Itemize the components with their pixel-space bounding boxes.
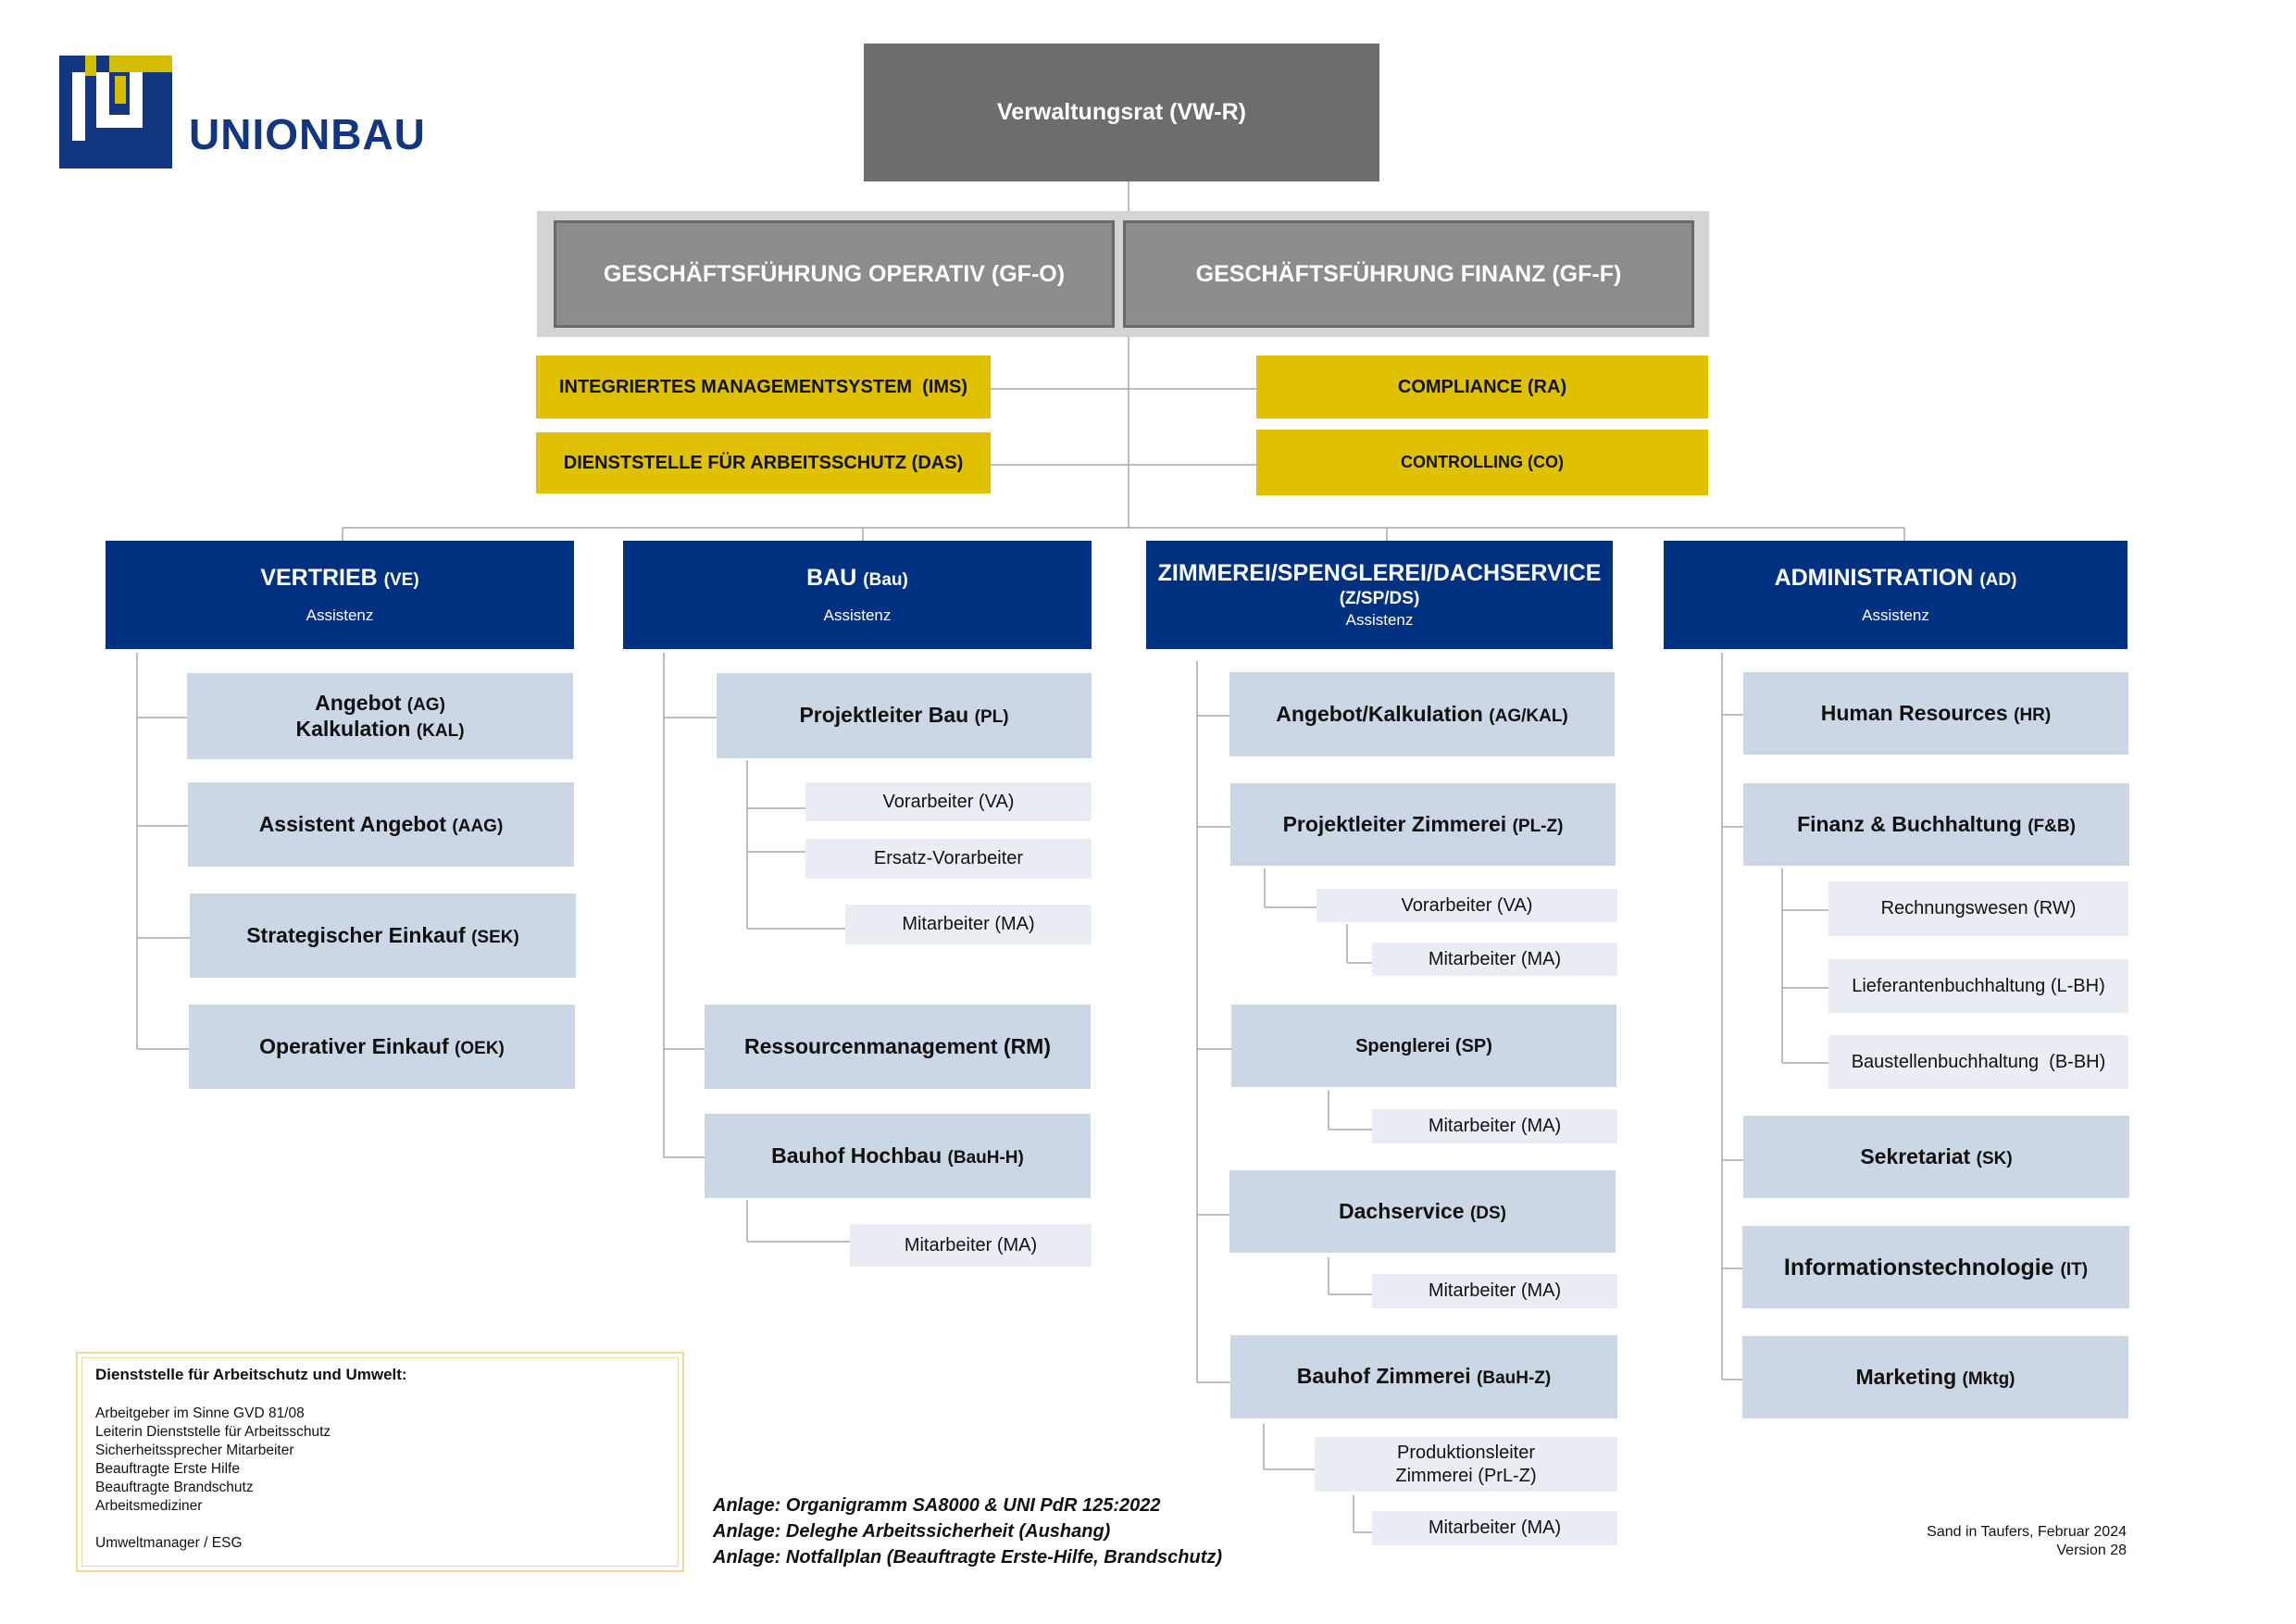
unit-assistent-angebot: Assistent Angebot (AAG)	[188, 782, 574, 867]
unit-mitarbeiter-zimmerei: Mitarbeiter (MA)	[1372, 943, 1617, 976]
dept-zimmerei-sub: Assistenz	[1345, 611, 1414, 629]
unit-ressourcenmanagement: Ressourcenmanagement (RM)	[705, 1005, 1091, 1089]
dept-zimmerei-title: ZIMMEREI/SPENGLEREI/DACHSERVICE	[1157, 560, 1602, 586]
dept-zimmerei-abbr: (Z/SP/DS)	[1339, 589, 1420, 608]
unit-informationstechnologie: Informationstechnologie (IT)	[1742, 1226, 2129, 1308]
das-label: DIENSTSTELLE FÜR ARBEITSSCHUTZ (DAS)	[563, 452, 964, 473]
verwaltungsrat-label: Verwaltungsrat (VW-R)	[997, 99, 1246, 125]
legend-item-last: Umweltmanager / ESG	[95, 1535, 243, 1551]
dept-vertrieb: VERTRIEB (VE) Assistenz	[106, 541, 574, 649]
compliance-label: COMPLIANCE (RA)	[1397, 376, 1567, 397]
unit-operativer-einkauf: Operativer Einkauf (OEK)	[189, 1005, 575, 1089]
unit-vorarbeiter-bau: Vorarbeiter (VA)	[805, 782, 1092, 821]
unit-projektleiter-bau: Projektleiter Bau (PL)	[717, 673, 1092, 758]
verwaltungsrat-box: Verwaltungsrat (VW-R)	[864, 44, 1379, 181]
unit-mitarbeiter-spenglerei: Mitarbeiter (MA)	[1372, 1109, 1617, 1143]
unit-mitarbeiter-bauhof-zimmerei: Mitarbeiter (MA)	[1372, 1511, 1617, 1545]
footer-place-date: Sand in Taufers, Februar 2024	[1927, 1524, 2127, 1540]
unit-finanz-buchhaltung: Finanz & Buchhaltung (F&B)	[1743, 783, 2129, 866]
gf-finanz-label: GESCHÄFTSFÜHRUNG FINANZ (GF-F)	[1195, 260, 1622, 287]
unit-baustellenbuchhaltung: Baustellenbuchhaltung (B-BH)	[1828, 1035, 2128, 1089]
compliance-box: COMPLIANCE (RA)	[1256, 356, 1708, 418]
unit-mitarbeiter-bau-1: Mitarbeiter (MA)	[845, 905, 1092, 944]
ims-box: INTEGRIERTES MANAGEMENTSYSTEM (IMS)	[536, 356, 991, 418]
legend-item: Beauftragte Erste Hilfe	[95, 1461, 240, 1477]
unit-vorarbeiter-zimmerei: Vorarbeiter (VA)	[1316, 889, 1617, 922]
footer-version: Version 28	[2056, 1543, 2127, 1558]
unit-sekretariat: Sekretariat (SK)	[1743, 1116, 2129, 1198]
dept-administration-title: ADMINISTRATION (AD)	[1774, 565, 2017, 591]
unit-rechnungswesen: Rechnungswesen (RW)	[1828, 881, 2128, 936]
unit-marketing: Marketing (Mktg)	[1742, 1336, 2128, 1418]
unit-spenglerei: Spenglerei (SP)	[1231, 1005, 1616, 1087]
dept-vertrieb-title: VERTRIEB (VE)	[260, 565, 419, 591]
unit-mitarbeiter-dachservice: Mitarbeiter (MA)	[1372, 1274, 1617, 1308]
anlage-item: Anlage: Organigramm SA8000 & UNI PdR 125…	[713, 1495, 1161, 1516]
dept-vertrieb-sub: Assistenz	[306, 606, 374, 624]
unit-human-resources: Human Resources (HR)	[1743, 672, 2128, 755]
anlagen-list: Anlage: Organigramm SA8000 & UNI PdR 125…	[713, 1493, 1222, 1570]
footer-info: Sand in Taufers, Februar 2024 Version 28	[1927, 1523, 2127, 1560]
unit-strategischer-einkauf: Strategischer Einkauf (SEK)	[190, 893, 576, 978]
gf-operativ-box: GESCHÄFTSFÜHRUNG OPERATIV (GF-O)	[554, 220, 1115, 328]
gf-finanz-box: GESCHÄFTSFÜHRUNG FINANZ (GF-F)	[1123, 220, 1694, 328]
dept-bau-sub: Assistenz	[823, 606, 892, 624]
legend-item: Sicherheitssprecher Mitarbeiter	[95, 1443, 294, 1458]
unit-angebot-kalkulation-zsd: Angebot/Kalkulation (AG/KAL)	[1229, 672, 1615, 756]
legend-title: Dienststelle für Arbeitschutz und Umwelt…	[95, 1366, 407, 1383]
dept-administration: ADMINISTRATION (AD) Assistenz	[1664, 541, 2128, 649]
legend-item: Arbeitgeber im Sinne GVD 81/08	[95, 1405, 305, 1421]
gf-operativ-label: GESCHÄFTSFÜHRUNG OPERATIV (GF-O)	[603, 260, 1066, 287]
unit-dachservice: Dachservice (DS)	[1229, 1170, 1616, 1253]
controlling-box: CONTROLLING (CO)	[1256, 430, 1708, 495]
legend-item: Leiterin Dienststelle für Arbeitsschutz	[95, 1424, 331, 1440]
legend-box: Dienststelle für Arbeitschutz und Umwelt…	[76, 1352, 684, 1572]
unit-ersatz-vorarbeiter: Ersatz-Vorarbeiter	[805, 839, 1092, 879]
legend-item: Arbeitsmediziner	[95, 1498, 203, 1514]
unit-bauhof-zimmerei: Bauhof Zimmerei (BauH-Z)	[1230, 1335, 1617, 1418]
dept-bau: BAU (Bau) Assistenz	[623, 541, 1092, 649]
unit-bauhof-hochbau: Bauhof Hochbau (BauH-H)	[705, 1114, 1091, 1198]
unit-produktionsleiter-zimmerei: Produktionsleiter Zimmerei (PrL-Z)	[1315, 1437, 1617, 1492]
anlage-item: Anlage: Notfallplan (Beauftragte Erste-H…	[713, 1547, 1223, 1568]
dept-bau-title: BAU (Bau)	[806, 565, 908, 591]
dept-zimmerei: ZIMMEREI/SPENGLEREI/DACHSERVICE (Z/SP/DS…	[1146, 541, 1613, 649]
unionbau-logo-mark	[59, 56, 172, 169]
controlling-label: CONTROLLING (CO)	[1401, 453, 1564, 471]
legend-item: Beauftragte Brandschutz	[95, 1480, 254, 1495]
das-box: DIENSTSTELLE FÜR ARBEITSSCHUTZ (DAS)	[536, 432, 991, 493]
dept-administration-sub: Assistenz	[1862, 606, 1929, 624]
unit-mitarbeiter-bau-2: Mitarbeiter (MA)	[850, 1224, 1092, 1267]
unit-projektleiter-zimmerei: Projektleiter Zimmerei (PL-Z)	[1230, 783, 1616, 866]
anlage-item: Anlage: Deleghe Arbeitssicherheit (Ausha…	[713, 1521, 1111, 1542]
unit-lieferantenbuchhaltung: Lieferantenbuchhaltung (L-BH)	[1828, 959, 2128, 1013]
unit-angebot-kalkulation: Angebot (AG) Kalkulation (KAL)	[187, 673, 573, 759]
ims-label: INTEGRIERTES MANAGEMENTSYSTEM (IMS)	[558, 376, 968, 397]
unionbau-logo-text: UNIONBAU	[189, 110, 426, 158]
